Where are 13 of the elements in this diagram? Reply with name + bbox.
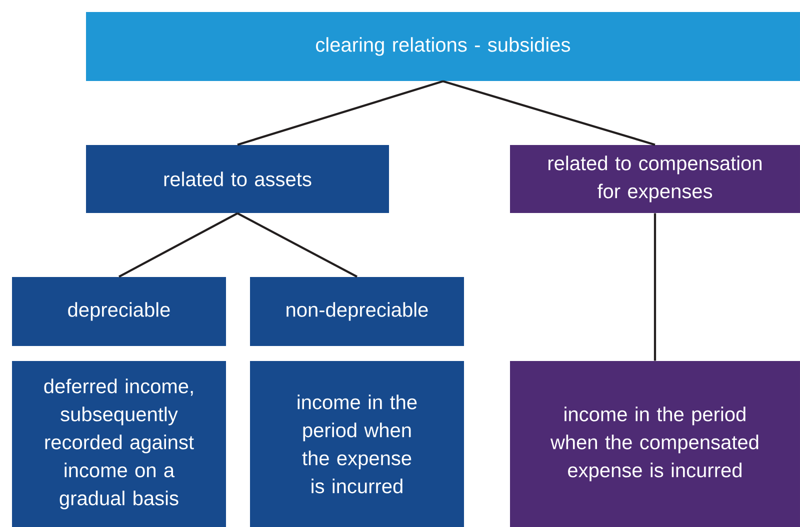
category-box: deferred income, subsequently recorded against income on a gradual basis [12,361,226,527]
connector-line [654,213,656,361]
category-box: non-depreciable [250,277,464,346]
category-box: related to assets [86,145,389,213]
category-box: depreciable [12,277,226,346]
connector-line [237,80,444,146]
category-box: income in the period when the compensated expense is incurred [510,361,800,527]
connector-line [118,212,238,278]
connector-line [442,80,656,146]
title-box: clearing relations - subsidies [86,12,800,81]
connector-line [237,212,358,278]
category-box: income in the period when the expense is incurred [250,361,464,527]
category-box: related to compensation for expenses [510,145,800,213]
